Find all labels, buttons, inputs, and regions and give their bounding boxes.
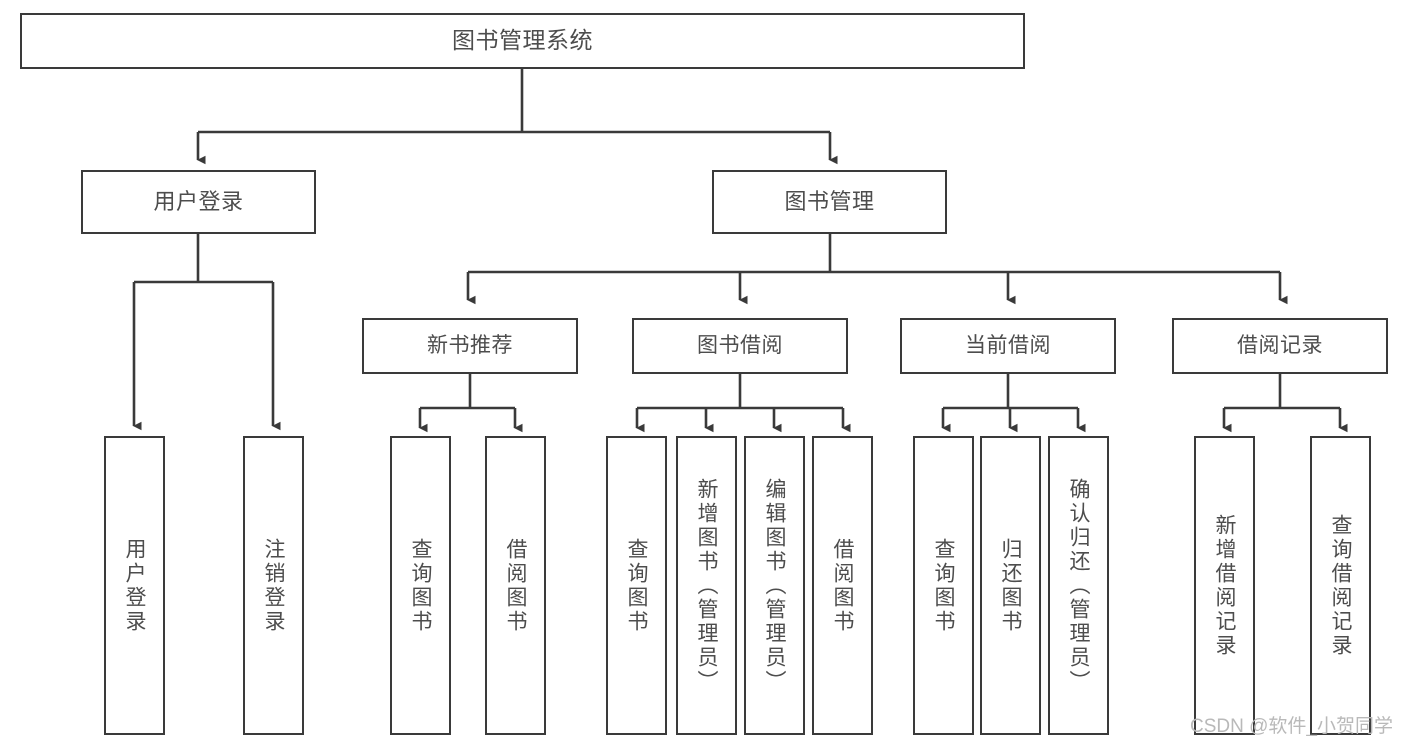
node-label: 当前借阅 xyxy=(965,334,1051,358)
node-borrow-records[interactable]: 借阅记录 xyxy=(1172,318,1388,374)
node-label: 编辑图书（管理员） xyxy=(763,477,786,694)
leaf-current-confirm-return-admin[interactable]: 确认归还（管理员） xyxy=(1048,436,1109,735)
leaf-current-return-book[interactable]: 归还图书 xyxy=(980,436,1041,735)
node-root-system[interactable]: 图书管理系统 xyxy=(20,13,1025,69)
node-user-login[interactable]: 用户登录 xyxy=(81,170,316,234)
node-label: 查询图书 xyxy=(625,537,648,634)
node-label: 确认归还（管理员） xyxy=(1067,477,1090,694)
node-label: 用户登录 xyxy=(123,537,146,634)
node-label: 借阅记录 xyxy=(1237,334,1323,358)
node-label: 新书推荐 xyxy=(427,334,513,358)
node-label: 新增借阅记录 xyxy=(1213,513,1236,658)
leaf-borrow-edit-book-admin[interactable]: 编辑图书（管理员） xyxy=(744,436,805,735)
leaf-new-book-query[interactable]: 查询图书 xyxy=(390,436,451,735)
csdn-watermark: CSDN @软件_小贺同学 xyxy=(1190,716,1393,737)
node-label: 图书管理 xyxy=(784,188,875,214)
leaf-records-add-record[interactable]: 新增借阅记录 xyxy=(1194,436,1255,735)
leaf-user-login-login[interactable]: 用户登录 xyxy=(104,436,165,735)
node-label: 查询图书 xyxy=(409,537,432,634)
node-label: 图书借阅 xyxy=(697,334,783,358)
leaf-borrow-query-book[interactable]: 查询图书 xyxy=(606,436,667,735)
node-label: 用户登录 xyxy=(153,188,244,214)
node-new-book-recommend[interactable]: 新书推荐 xyxy=(362,318,578,374)
leaf-current-query-book[interactable]: 查询图书 xyxy=(913,436,974,735)
leaf-borrow-borrow-book[interactable]: 借阅图书 xyxy=(812,436,873,735)
leaf-borrow-add-book-admin[interactable]: 新增图书（管理员） xyxy=(676,436,737,735)
leaf-records-query-record[interactable]: 查询借阅记录 xyxy=(1310,436,1371,735)
leaf-user-login-logout[interactable]: 注销登录 xyxy=(243,436,304,735)
node-label: 查询借阅记录 xyxy=(1329,513,1352,658)
node-book-management[interactable]: 图书管理 xyxy=(712,170,947,234)
node-current-borrow[interactable]: 当前借阅 xyxy=(900,318,1116,374)
node-label: 归还图书 xyxy=(999,537,1022,634)
leaf-new-book-borrow[interactable]: 借阅图书 xyxy=(485,436,546,735)
node-label: 借阅图书 xyxy=(504,537,527,634)
node-book-borrow[interactable]: 图书借阅 xyxy=(632,318,848,374)
node-label: 注销登录 xyxy=(262,537,285,634)
node-label: 借阅图书 xyxy=(831,537,854,634)
node-label: 新增图书（管理员） xyxy=(695,477,718,694)
node-label: 图书管理系统 xyxy=(452,27,593,54)
node-label: 查询图书 xyxy=(932,537,955,634)
